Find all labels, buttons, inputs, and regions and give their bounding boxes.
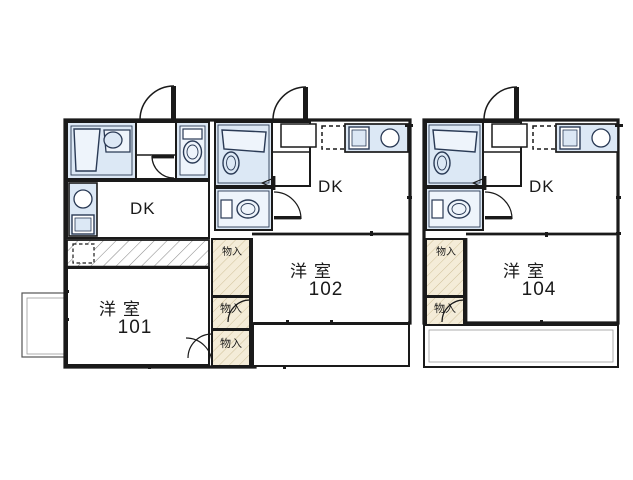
unit102-room	[253, 236, 408, 322]
unit101-room-door	[185, 337, 213, 365]
unit101-room-label: 洋室	[99, 300, 147, 319]
unit104-unit-bath	[425, 121, 484, 187]
unit104-dk-area	[491, 123, 619, 153]
unit101-closet-upper-label: 物入	[222, 247, 242, 258]
unit104-dk-label: DK	[529, 177, 555, 196]
unit102-interior-door	[273, 191, 302, 220]
unit104-toilet	[425, 187, 484, 231]
unit101-entry-hall	[135, 121, 177, 180]
unit104-closet-upper	[425, 238, 465, 297]
unit104-room-number: 104	[521, 279, 557, 300]
unit101-closet-middle	[211, 296, 251, 330]
unit101-room	[66, 267, 210, 366]
unit102-dk-area	[280, 123, 409, 153]
unit101-closet-middle-label: 物入	[220, 303, 242, 315]
unit102-entrance-door	[272, 86, 308, 121]
unit104-closet-upper-label: 物入	[436, 247, 456, 258]
unit104-closet-lower-label: 物入	[434, 303, 456, 315]
unit101-dk-label: DK	[130, 199, 156, 218]
unit104-bath-door	[471, 176, 487, 190]
unit101-dk-area	[66, 180, 210, 239]
unit102-toilet	[214, 187, 273, 231]
unit104-window-marks	[540, 124, 623, 325]
unit101-storage-shelf	[66, 239, 210, 269]
unit101-entrance-door	[139, 85, 176, 121]
unit101-balcony	[21, 292, 66, 358]
unit102-bath-door	[260, 176, 276, 190]
unit101-closet-lower-label: 物入	[220, 338, 242, 350]
unit104-balcony	[423, 324, 619, 368]
block-left-lower-strip	[252, 323, 410, 367]
unit102-room-number: 102	[308, 279, 344, 300]
unit102-unit-bath	[214, 121, 273, 187]
unit101-closet-lower	[187, 329, 251, 367]
unit104-partition	[464, 232, 618, 322]
unit104-room-label: 洋室	[503, 262, 551, 281]
unit101-window-marks	[64, 290, 151, 369]
drawing-root	[21, 85, 623, 369]
unit101-unit-bath	[66, 121, 137, 180]
unit101-closet-upper	[211, 238, 251, 297]
unit101-interior-door	[151, 155, 175, 179]
unit102-room-label: 洋室	[290, 262, 338, 281]
unit101-room-number: 101	[117, 317, 153, 338]
unit104-entrance-door	[483, 86, 519, 121]
unit104-interior-door	[484, 191, 513, 220]
unit101-toilet	[175, 121, 210, 180]
unit102-dk-label: DK	[318, 177, 344, 196]
